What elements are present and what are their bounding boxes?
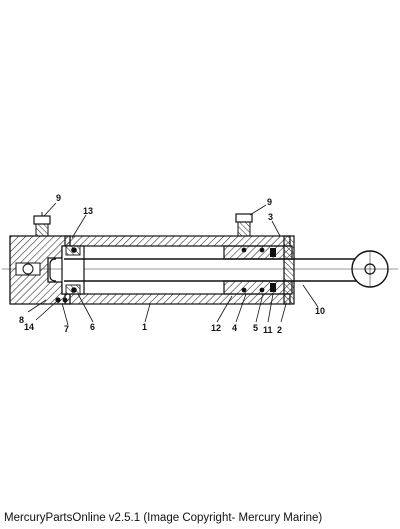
callout-4: 4 bbox=[232, 323, 237, 333]
callout-1: 1 bbox=[142, 322, 147, 332]
callout-9-left: 9 bbox=[56, 193, 61, 203]
image-caption: MercuryPartsOnline v2.5.1 (Image Copyrig… bbox=[4, 512, 323, 524]
callout-7: 7 bbox=[64, 324, 69, 334]
callout-14: 14 bbox=[24, 322, 34, 332]
callout-6: 6 bbox=[90, 322, 95, 332]
callout-5: 5 bbox=[253, 323, 258, 333]
left-port-fitting bbox=[33, 212, 51, 237]
piston-rod bbox=[49, 258, 370, 282]
callout-12: 12 bbox=[211, 323, 221, 333]
callout-10: 10 bbox=[315, 306, 325, 316]
callout-13: 13 bbox=[83, 206, 93, 216]
rod-gland bbox=[223, 235, 295, 305]
leader-lines bbox=[27, 202, 319, 326]
left-end-cap bbox=[9, 235, 71, 305]
right-port-fitting bbox=[235, 213, 253, 237]
piston bbox=[55, 245, 85, 303]
callout-11: 11 bbox=[263, 325, 273, 335]
callout-3: 3 bbox=[268, 212, 273, 222]
callout-labels: 9 13 9 3 8 14 7 6 1 12 4 5 11 2 10 bbox=[19, 193, 325, 335]
callout-8: 8 bbox=[19, 315, 24, 325]
callout-2: 2 bbox=[277, 325, 282, 335]
rod-end-eye bbox=[351, 250, 389, 288]
callout-9-right: 9 bbox=[267, 197, 272, 207]
